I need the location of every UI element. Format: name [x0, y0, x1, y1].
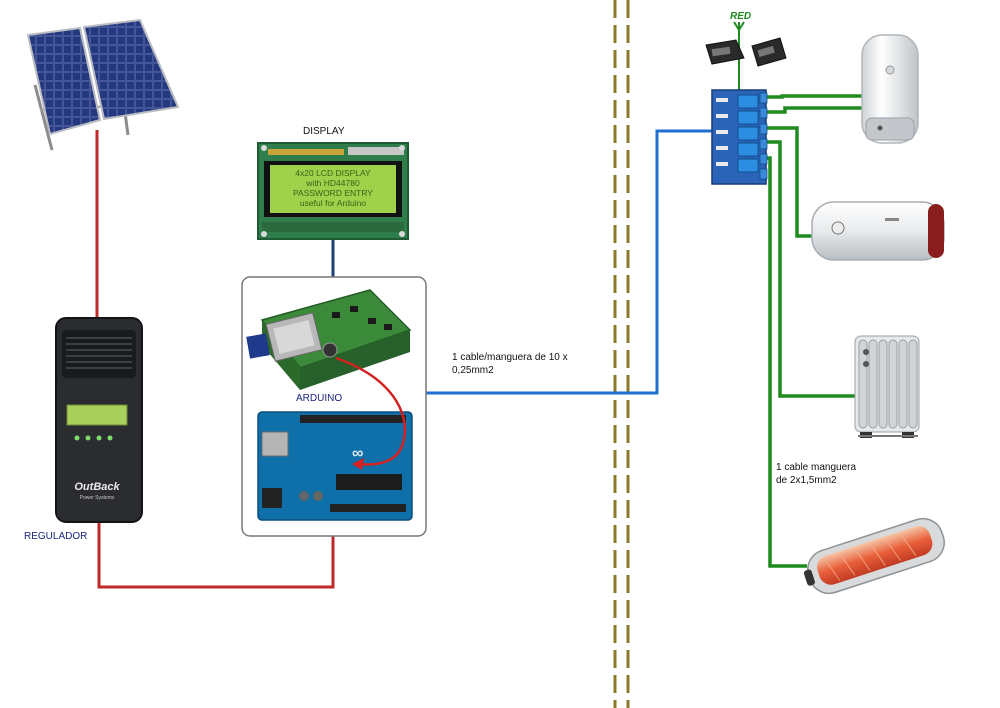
label-cable-2-line2: de 2x1,5mm2: [776, 475, 837, 486]
lcd-line-3: PASSWORD ENTRY: [293, 188, 373, 198]
label-cable-10-line1: 1 cable/manguera de 10 x: [452, 352, 568, 363]
power-wires: [95, 130, 335, 589]
horizontal-water-heater: [811, 201, 945, 261]
lcd-display-module: 4x20 LCD DISPLAY with HD44780 PASSWORD E…: [257, 142, 409, 240]
infrared-heater: [803, 517, 945, 595]
label-cable-2-line1: 1 cable manguera: [776, 462, 856, 473]
oil-radiator: [854, 335, 920, 438]
label-regulador: REGULADOR: [24, 531, 87, 542]
lcd-line-4: useful for Arduino: [300, 198, 366, 208]
red-arrow: [335, 356, 407, 470]
signal-wires: [331, 129, 712, 395]
label-arduino: ARDUINO: [296, 393, 342, 404]
relay-board: [711, 89, 768, 185]
label-red: RED: [730, 11, 751, 22]
separator-lines: [613, 0, 630, 708]
load-wires: [765, 94, 862, 568]
svg-text:∞: ∞: [352, 445, 363, 462]
lcd-line-2: with HD44780: [305, 178, 360, 188]
label-display: DISPLAY: [303, 126, 345, 137]
solar-panel: [26, 18, 180, 151]
regulator-brand-logo: OutBack: [74, 481, 120, 493]
arduino-box: ∞: [241, 276, 427, 537]
network-modules: [705, 37, 787, 67]
lcd-line-1: 4x20 LCD DISPLAY: [295, 168, 371, 178]
label-cable-10-line2: 0,25mm2: [452, 365, 494, 376]
regulator-brand-sub: Power Systems: [80, 495, 115, 501]
regulator-device: OutBack Power Systems: [55, 317, 143, 523]
regulator-lcd: [66, 404, 128, 426]
vertical-water-heater: [861, 34, 919, 144]
